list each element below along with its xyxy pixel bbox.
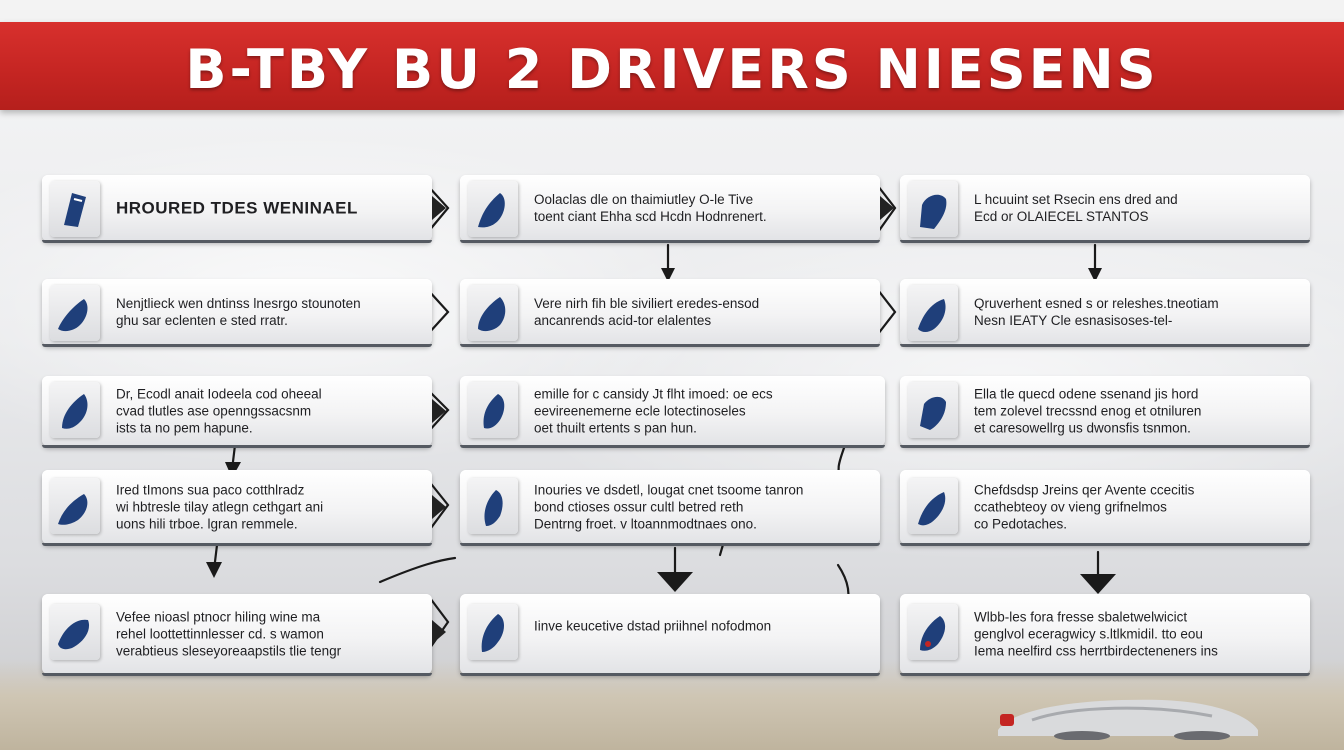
glove-icon: [918, 492, 946, 526]
card-text: Nenjtlieck wen dntinss lnesrgo stounoten…: [116, 296, 361, 328]
glove-icon: [920, 616, 946, 651]
step-card: emille for c cansidy Jt flht imoed: oe e…: [460, 376, 885, 448]
card-text: emille for c cansidy Jt flht imoed: oe e…: [534, 386, 773, 436]
icon-tile: [50, 181, 100, 237]
top-strip: [0, 0, 1344, 22]
glove-icon: [920, 194, 947, 229]
icon-tile: [50, 478, 100, 534]
page-title: B-TBY BU 2 DRIVERS NIESENS: [185, 38, 1159, 101]
hand-icon: [58, 619, 90, 650]
icon-tile: [908, 478, 958, 534]
glove-icon: [920, 396, 946, 430]
card-text: Inouries ve dsdetl, lougat cnet tsoome t…: [534, 482, 804, 532]
hand-icon: [478, 297, 506, 332]
document-icon: [64, 193, 86, 227]
step-card: Iinve keucetive dstad priihnel nofodmon: [460, 594, 880, 676]
wrench-icon: [484, 490, 503, 526]
icon-tile: [908, 382, 958, 438]
icon-tile: [468, 604, 518, 660]
hand-icon: [58, 494, 88, 525]
hand-icon: [483, 394, 505, 429]
step-card: Nenjtlieck wen dntinss lnesrgo stounoten…: [42, 279, 432, 347]
icon-tile: [908, 181, 958, 237]
icon-tile: [468, 181, 518, 237]
glove-icon: [918, 299, 946, 332]
icon-tile: [468, 382, 518, 438]
step-card: HROURED TDES WENINAEL: [42, 175, 432, 243]
step-card: Vere nirh fih ble siviliert eredes-ensod…: [460, 279, 880, 347]
card-tip: [880, 196, 894, 220]
title-banner: B-TBY BU 2 DRIVERS NIESENS: [0, 22, 1344, 110]
step-card: Inouries ve dsdetl, lougat cnet tsoome t…: [460, 470, 880, 546]
icon-tile: [908, 604, 958, 660]
card-tip: [432, 495, 446, 519]
icon-tile: [468, 478, 518, 534]
hand-icon: [58, 299, 88, 332]
card-tip: [432, 399, 446, 423]
car-illustration: [998, 699, 1258, 740]
card-tip: [432, 196, 446, 220]
card-text: Iinve keucetive dstad priihnel nofodmon: [534, 618, 772, 634]
icon-tile: [908, 285, 958, 341]
hand-icon: [478, 193, 505, 228]
card-text: HROURED TDES WENINAEL: [116, 199, 358, 217]
icon-tile: [50, 604, 100, 660]
wrench-icon: [481, 614, 504, 652]
icon-tile: [50, 382, 100, 438]
wrench-icon: [62, 394, 88, 429]
icon-tile: [50, 285, 100, 341]
icon-tile: [468, 285, 518, 341]
card-text: Vere nirh fih ble siviliert eredes-ensod…: [534, 296, 760, 328]
card-tip: [432, 620, 446, 644]
